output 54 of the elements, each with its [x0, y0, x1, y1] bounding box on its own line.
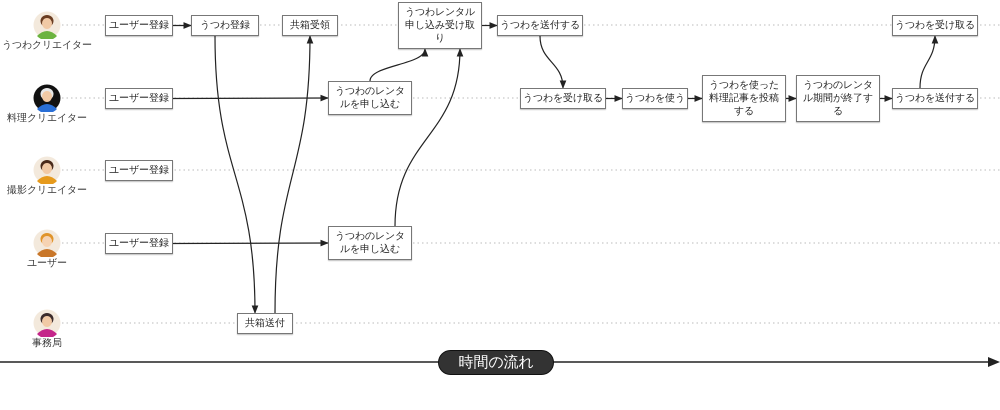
- process-box: [622, 88, 688, 108]
- process-box: [892, 14, 978, 36]
- arrow: [919, 35, 938, 88]
- process-box: [328, 226, 412, 260]
- step-text: うつわレンタル申し込み受け取り: [404, 6, 476, 44]
- step-text: 共箱受領: [290, 18, 330, 32]
- process-box: [105, 88, 173, 108]
- arrow: [688, 95, 703, 102]
- step-text: うつわを使った料理記事を投稿する: [708, 78, 780, 118]
- process-box: [105, 160, 173, 180]
- step-text: うつわのレンタルを申し込む: [334, 85, 406, 111]
- step-text: うつわを送付する: [895, 92, 975, 104]
- step-text: ユーザー登録: [109, 18, 169, 32]
- process-box: [105, 232, 173, 254]
- arrow: [482, 22, 498, 29]
- step-text: うつわを送付する: [500, 18, 580, 32]
- process-box: [796, 74, 880, 122]
- arrow: [274, 35, 314, 314]
- arrow: [880, 95, 893, 102]
- role-label: うつわクリエイター: [2, 40, 92, 52]
- arrow: [173, 240, 329, 246]
- step-text: うつわのレンタルを申し込む: [334, 230, 406, 256]
- process-box: [328, 81, 412, 115]
- arrow: [786, 95, 797, 102]
- process-box: [191, 14, 259, 36]
- step-text: うつわを受け取る: [523, 92, 603, 104]
- step-text: うつわのレンタル期間が終了する: [802, 78, 874, 118]
- arrow: [369, 48, 426, 82]
- process-box: [398, 2, 482, 48]
- role-label: 事務局: [32, 338, 62, 350]
- process-box: [237, 312, 293, 334]
- arrow: [173, 94, 329, 102]
- step-text: ユーザー登録: [109, 164, 169, 176]
- process-box: [105, 14, 173, 36]
- process-box: [520, 88, 606, 108]
- arrow: [606, 95, 623, 102]
- process-box: [497, 14, 583, 36]
- time-flow-label: 時間の流れ: [438, 350, 554, 375]
- process-box: [702, 74, 786, 122]
- role-label: 料理クリエイター: [7, 113, 87, 125]
- step-text: うつわ登録: [200, 18, 250, 32]
- step-text: うつわを使う: [625, 92, 685, 104]
- step-text: 共箱送付: [245, 316, 285, 330]
- process-box: [282, 14, 338, 36]
- process-box: [892, 88, 978, 108]
- step-text: ユーザー登録: [109, 92, 169, 104]
- role-label: ユーザー: [27, 258, 67, 270]
- arrow: [173, 22, 192, 29]
- arrow: [214, 36, 258, 314]
- arrow: [539, 36, 566, 89]
- arrow: [394, 48, 463, 226]
- step-text: うつわを受け取る: [895, 18, 975, 32]
- role-label: 撮影クリエイター: [7, 185, 87, 197]
- step-text: ユーザー登録: [109, 236, 169, 250]
